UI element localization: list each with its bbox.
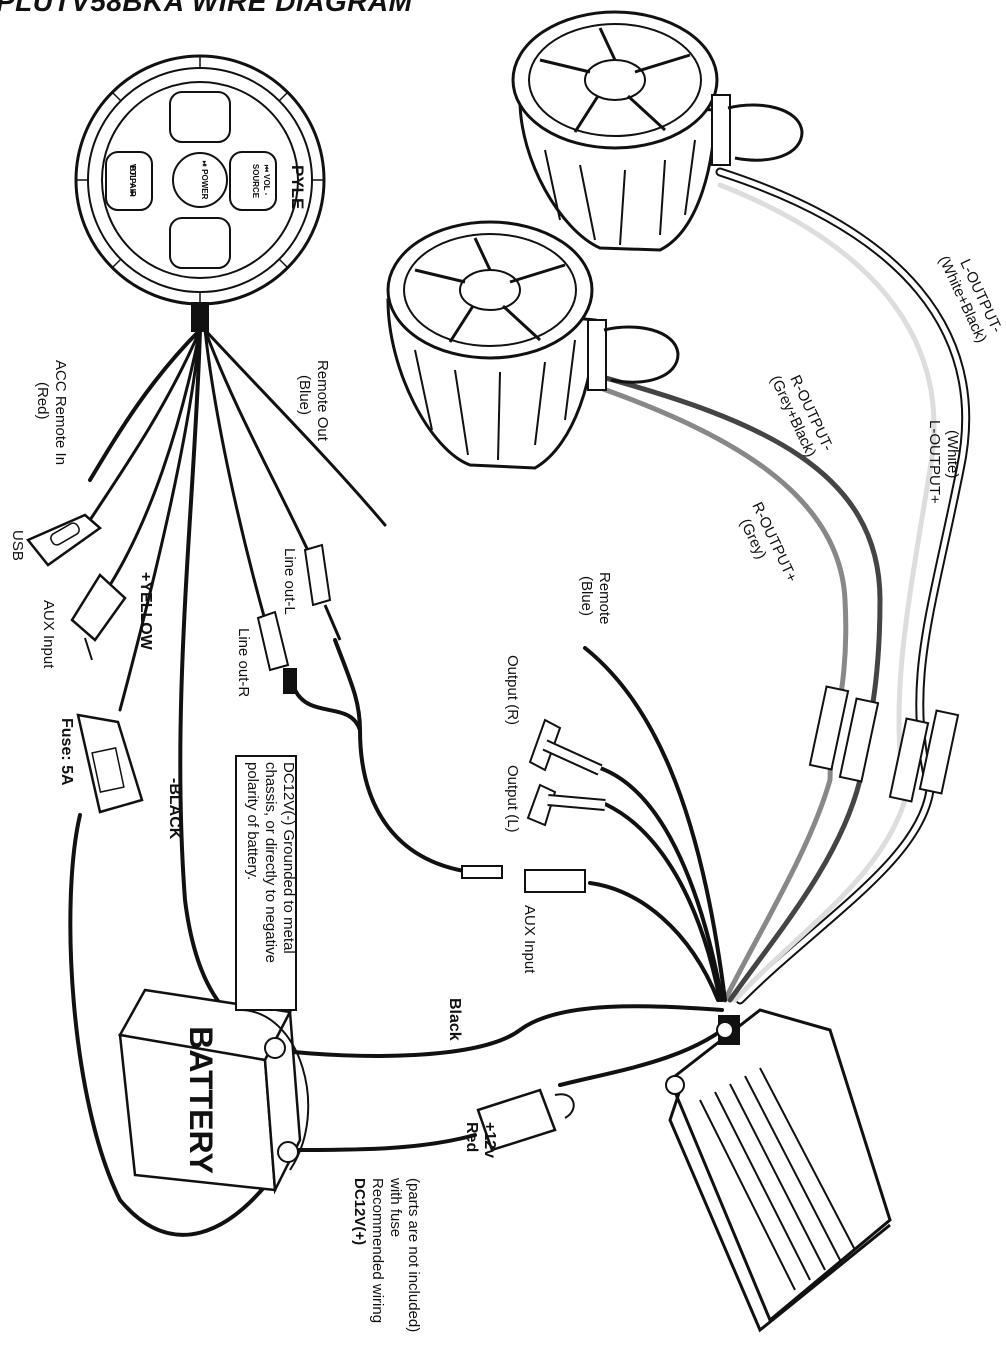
ground-note-line3: polarity of battery. xyxy=(244,762,261,880)
source-label: SOURCE xyxy=(251,164,260,199)
output-r-label: Output (R) xyxy=(504,655,521,725)
remote-blue-color: (Blue) xyxy=(578,576,595,616)
bt-pair-button xyxy=(105,151,153,211)
svg-text:Remote Out (Blue): Remote Out (Blue) xyxy=(296,360,331,445)
l-out-plus-color: (White) xyxy=(944,430,961,478)
rca-output-l xyxy=(526,783,606,827)
dc12-plus-line2: Recommended wiring xyxy=(369,1178,386,1323)
dc12-plus-line4: (parts are not included) xyxy=(405,1178,422,1332)
svg-text:L-OUTPUT+ (White): L-OUTPUT+ (White) xyxy=(926,420,961,508)
power-label: ⏯ POWER xyxy=(200,161,209,200)
next-label: VOL + ⏭ xyxy=(128,164,137,197)
black-neg-label: -BLACK xyxy=(166,778,183,840)
ground-note-line1: DC12V(-) Grounded to metal xyxy=(280,762,297,954)
yellow-label: +YELLOW xyxy=(137,572,154,651)
remote-out-label: Remote Out xyxy=(314,360,331,442)
remote-cable-boot xyxy=(191,302,209,332)
remote-out-color: (Blue) xyxy=(296,375,313,415)
dc12-plus-line3: with fuse xyxy=(387,1177,404,1237)
line-out-r-label: Line out-R xyxy=(235,628,252,697)
amplifier xyxy=(665,1008,892,1333)
svg-text:R-OUTPUT- (Grey+Black): R-OUTPUT- (Grey+Black) xyxy=(767,365,838,465)
next-button xyxy=(169,217,231,269)
aux-connector-left xyxy=(70,573,127,661)
fuse-holder-5a xyxy=(76,713,144,814)
svg-text:+12v Red: +12v Red xyxy=(463,1122,498,1163)
inline-fuse-12v xyxy=(476,1088,575,1152)
aux-input-left-label: AUX Input xyxy=(40,600,57,669)
svg-text:DC12V(+) Recommended wir: DC12V(+) Recommended wiring with fuse (p… xyxy=(351,1177,422,1332)
battery-label: BATTERY xyxy=(183,1026,219,1174)
black-label: Black xyxy=(446,998,463,1041)
svg-text:DC12V(-) Grounded to metal: DC12V(-) Grounded to metal chassis, or d… xyxy=(244,762,297,967)
power-button xyxy=(172,152,228,208)
acc-remote-label: ACC Remote In xyxy=(52,360,69,465)
aux-input-right-label: AUX Input xyxy=(521,905,538,974)
line-out-l-label: Line out-L xyxy=(281,548,298,615)
prev-label: ⏮ VOL - xyxy=(262,165,271,196)
rca-output-r xyxy=(528,718,603,776)
fuse-label: Fuse: 5A xyxy=(58,718,75,786)
speaker-front xyxy=(386,220,680,470)
plus12-label: +12v xyxy=(481,1122,498,1158)
usb-connector xyxy=(26,513,103,567)
battery: BATTERY xyxy=(118,988,310,1195)
remote-blue-label: Remote xyxy=(596,572,613,625)
plus12-color: Red xyxy=(463,1122,480,1152)
svg-text:Remote (Blue): Remote (Blue) xyxy=(578,572,613,629)
aux-plug-3-5mm xyxy=(461,865,586,893)
bt-label: BT PAIR xyxy=(128,165,137,197)
source-button xyxy=(229,151,277,211)
rca-line-out-l xyxy=(303,543,342,641)
output-l-label: Output (L) xyxy=(504,765,521,833)
butt-connectors xyxy=(808,685,960,803)
remote-controller: ⏯ POWER ⏮ VOL - VOL + ⏭ SOURCE BT PAIR P… xyxy=(74,54,326,332)
svg-text:ACC Remote In (Red): ACC Remote In (Red) xyxy=(34,360,69,469)
page-title: PLUTV58BKA WIRE DIAGRAM xyxy=(0,0,413,17)
acc-remote-color: (Red) xyxy=(34,382,51,420)
l-out-plus-label: L-OUTPUT+ xyxy=(926,420,943,504)
svg-text:R-OUTPUT+ (Grey): R-OUTPUT+ (Grey) xyxy=(732,500,802,597)
ground-note-box xyxy=(235,755,297,1011)
prev-button xyxy=(169,91,231,143)
brand-logo: PYLE xyxy=(288,165,307,209)
rca-line-out-r xyxy=(256,610,297,694)
ground-note-line2: chassis, or directly to negative xyxy=(262,762,279,963)
dc12-plus-title: DC12V(+) xyxy=(351,1178,368,1245)
usb-label: USB xyxy=(9,530,26,561)
speaker-rear xyxy=(511,10,804,252)
